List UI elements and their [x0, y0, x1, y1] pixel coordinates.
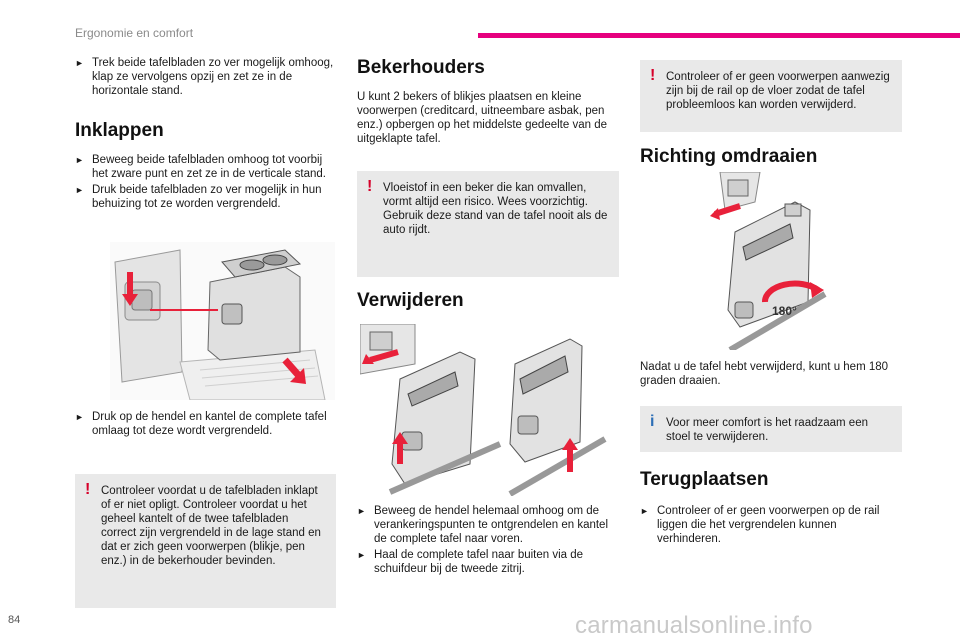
bullet-text: Druk op de hendel en kantel de complete …: [92, 411, 327, 437]
section-label: Ergonomie en comfort: [75, 26, 194, 40]
col1-bullet-after-fig: ► Druk op de hendel en kantel de complete…: [75, 410, 335, 440]
bullet-text: Controleer of er geen voorwerpen op de r…: [657, 505, 880, 545]
rotate-table-illustration: 180°: [710, 172, 830, 350]
bullet-arrow-icon: ►: [75, 58, 84, 68]
warning-text: Controleer voordat u de tafelbladen inkl…: [101, 485, 321, 567]
info-icon: i: [650, 413, 655, 430]
section-title-terugplaatsen: Terugplaatsen: [640, 469, 769, 490]
exclamation-icon: !: [85, 481, 91, 498]
col2-bullets: ► Beweeg de hendel helemaal omhoog om de …: [357, 504, 619, 578]
col1-top-bullet: ► Trek beide tafelbladen zo ver mogelijk …: [75, 56, 335, 100]
page-number: 84: [8, 614, 21, 626]
bullet-arrow-icon: ►: [640, 506, 649, 516]
warning-text: Controleer of er geen voorwerpen aanwezi…: [666, 71, 890, 111]
exclamation-icon: !: [650, 67, 656, 84]
rotation-label: 180°: [772, 304, 797, 318]
bullet-arrow-icon: ►: [75, 155, 84, 165]
header-accent-bar: [478, 33, 960, 38]
bullet-text: Beweeg beide tafelbladen omhoog tot voor…: [92, 154, 326, 180]
bullet-arrow-icon: ►: [357, 550, 366, 560]
exclamation-icon: !: [367, 178, 373, 195]
col1-bullets: ► Beweeg beide tafelbladen omhoog tot voo…: [75, 153, 335, 213]
bullet-arrow-icon: ►: [75, 412, 84, 422]
warning-text: Vloeistof in een beker die kan omvallen,…: [383, 182, 608, 236]
fold-table-illustration: [110, 242, 335, 400]
col3-bullet: ► Controleer of er geen voorwerpen op de …: [640, 504, 902, 548]
warning-box-rail: ! Controleer of er geen voorwerpen aanwe…: [640, 60, 902, 132]
section-title-richting-omdraaien: Richting omdraaien: [640, 146, 818, 167]
richting-paragraph: Nadat u de tafel hebt verwijderd, kunt u…: [640, 361, 889, 387]
bullet-text: Beweeg de hendel helemaal omhoog om de v…: [374, 505, 609, 545]
section-title-verwijderen: Verwijderen: [357, 290, 464, 311]
info-text: Voor meer comfort is het raadzaam een st…: [666, 417, 868, 443]
bullet-arrow-icon: ►: [75, 185, 84, 195]
remove-table-illustration: [360, 324, 610, 496]
bullet-text: Haal de complete tafel naar buiten via d…: [374, 549, 584, 575]
section-title-inklappen: Inklappen: [75, 120, 164, 141]
watermark: carmanualsonline.info: [575, 612, 813, 639]
section-title-bekerhouders: Bekerhouders: [357, 57, 485, 78]
warning-box-cups: ! Vloeistof in een beker die kan omvalle…: [357, 171, 619, 277]
warning-box-fold: ! Controleer voordat u de tafelbladen in…: [75, 474, 336, 608]
bullet-text: Trek beide tafelbladen zo ver mogelijk o…: [92, 57, 334, 97]
bullet-arrow-icon: ►: [357, 506, 366, 516]
info-box-comfort: i Voor meer comfort is het raadzaam een …: [640, 406, 902, 452]
bullet-text: Druk beide tafelbladen zo ver mogelijk i…: [92, 184, 322, 210]
bekerhouders-paragraph: U kunt 2 bekers of blikjes plaatsen en k…: [357, 91, 607, 145]
